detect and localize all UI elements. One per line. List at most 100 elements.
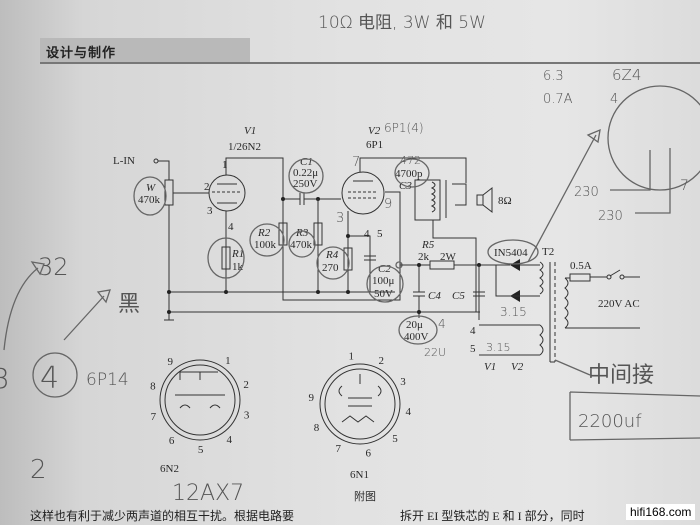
socket-pin-label: 2: [378, 355, 384, 367]
r4-value: 270: [322, 262, 339, 274]
handwritten-6p14: 6P14: [86, 370, 129, 390]
speaker-impedance: 8Ω: [498, 195, 512, 207]
v2-pin-5: 5: [377, 228, 383, 240]
handwritten-pin4: 4: [610, 92, 618, 107]
w-label: W: [146, 182, 156, 194]
r3-value: 470k: [290, 239, 313, 251]
v2-pin-7: 7: [352, 155, 360, 170]
handwritten-circled-4: 4: [40, 361, 59, 396]
diode-label: IN5404: [494, 247, 528, 259]
c2-label: C2: [378, 263, 391, 275]
header-rule: [40, 62, 700, 64]
socket-pin-label: 9: [168, 356, 174, 368]
section-title: 设计与制作: [46, 46, 117, 61]
figure-caption: 附图: [354, 489, 376, 503]
v2-pin-4: 4: [364, 228, 370, 240]
handwritten-230b: 230: [598, 209, 623, 224]
heater-v1: V1: [484, 361, 496, 373]
r1-value: 1k: [232, 261, 244, 273]
handwritten-v2-note: 6P1(4): [384, 121, 424, 135]
v2-pin-9: 9: [384, 197, 392, 212]
v1-label: V1: [244, 125, 256, 137]
c4-label: C4: [428, 290, 441, 302]
socket-electrodes: [338, 374, 382, 423]
handwritten-3-15b: 3.15: [486, 341, 511, 354]
handwritten-black: 黑: [118, 292, 140, 317]
handwritten-6-3: 6.3: [543, 69, 564, 84]
handwritten-2200uf: 2200uf: [578, 411, 642, 432]
v1-pin-3: 3: [207, 205, 213, 217]
socket-electrodes: [175, 371, 225, 409]
handwritten-3: 3: [0, 362, 10, 395]
v2-type: 6P1: [366, 139, 383, 151]
socket-6n1: 1 2 3 4 5 6 7 8 9 6N1: [308, 351, 411, 481]
v2-label: V2: [368, 125, 381, 137]
handwritten-230a: 230: [574, 185, 599, 200]
handwritten-22u: 22U: [424, 346, 446, 359]
handwritten-6z4: 6Z4: [612, 66, 641, 84]
socket-pin-label: 7: [336, 443, 342, 455]
w-value: 470k: [138, 194, 161, 206]
handwritten-top-note: 10Ω 电阻, 3W 和 5W: [318, 13, 486, 33]
socket-pin-label: 2: [243, 379, 249, 391]
c4-c5-voltage: 400V: [404, 331, 429, 343]
r3-label: R3: [295, 227, 309, 239]
t2-label: T2: [542, 246, 554, 258]
heater-pin-4: 4: [470, 325, 476, 337]
v1-pin-2: 2: [204, 181, 210, 193]
section-header: 设计与制作: [40, 38, 250, 62]
v1-pin-1: 1: [222, 159, 228, 171]
r5-value: 2k: [418, 251, 430, 263]
l-in-label: L-IN: [113, 155, 135, 167]
r4-label: R4: [325, 249, 339, 261]
socket-pin-label: 8: [314, 422, 320, 434]
c4-c5-value: 20μ: [406, 319, 423, 331]
c5-label: C5: [452, 290, 465, 302]
handwritten-center-tap: 中间接: [588, 363, 654, 388]
c2-value: 100μ: [372, 275, 395, 287]
socket-pin-label: 6: [169, 435, 175, 447]
heater-v2: V2: [511, 361, 524, 373]
r2-label: R2: [257, 227, 271, 239]
socket-pin-label: 5: [392, 433, 398, 445]
handwritten-7: 7: [680, 178, 689, 194]
socket-name: 6N2: [160, 463, 179, 475]
fuse-rating: 0.5A: [570, 260, 592, 272]
socket-pin-label: 1: [225, 355, 231, 367]
heater-pin-5: 5: [470, 343, 476, 355]
tube-v1: V1 1/26N2 1 2 3 4: [204, 125, 261, 233]
socket-pin-label: 8: [150, 381, 156, 393]
socket-pin-label: 3: [244, 409, 250, 421]
v2-pin-3: 3: [336, 211, 344, 226]
r5-power: 2W: [440, 251, 457, 263]
handwritten-3-15a: 3.15: [500, 305, 527, 319]
c3-value: 4700p: [395, 168, 423, 180]
handwritten-2: 2: [30, 455, 47, 485]
c2-voltage: 50V: [374, 288, 393, 300]
socket-pin-label: 6: [366, 447, 372, 459]
socket-pin-label: 4: [406, 406, 412, 418]
body-text-left: 这样也有利于减少两声道的相互干扰。根据电路要: [30, 509, 295, 523]
tube-v2: V2 6P1(4) 6P1 7 9 3 4 5: [336, 121, 424, 240]
r2-value: 100k: [254, 239, 277, 251]
v1-type: 1/26N2: [228, 141, 261, 153]
handwritten-4: 4: [438, 317, 446, 331]
socket-pin-label: 9: [308, 392, 314, 404]
socket-pin-label: 7: [151, 411, 157, 423]
c1-voltage: 250V: [293, 178, 318, 190]
handwritten-0-7a: 0.7A: [543, 92, 573, 107]
mains-voltage: 220V AC: [598, 298, 640, 310]
body-text-right: 拆开 EI 型铁芯的 E 和 I 部分，同时: [400, 509, 585, 523]
r5-label: R5: [421, 239, 435, 251]
v1-pin-4: 4: [228, 221, 234, 233]
socket-pin-label: 5: [198, 444, 204, 456]
watermark: hifi168.com: [626, 504, 696, 520]
socket-pin-label: 1: [348, 351, 354, 363]
handwritten-c3-note: 472: [400, 154, 421, 167]
r1-label: R1: [231, 248, 244, 260]
socket-pin-label: 3: [400, 376, 406, 388]
socket-name: 6N1: [350, 469, 369, 481]
